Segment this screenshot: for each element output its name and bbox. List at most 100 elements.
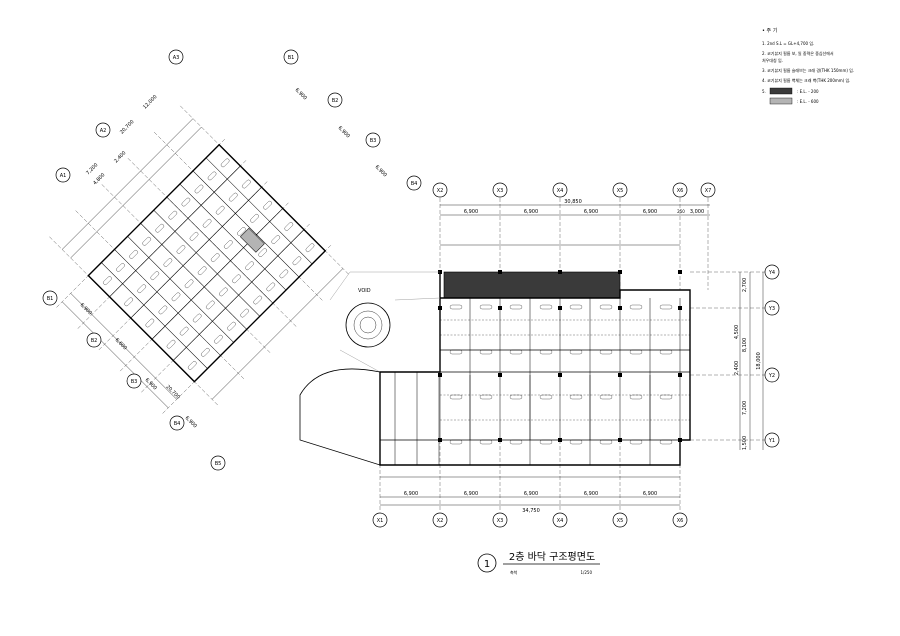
grid-bubble-bottom-x4: X4 bbox=[552, 512, 568, 528]
svg-text:A1: A1 bbox=[60, 173, 67, 179]
left-wing-plan: 7,200 20,700 12,000 4,800 2,400 6,900 6,… bbox=[42, 49, 422, 471]
grid-bubble-side-y1: Y1 bbox=[764, 432, 780, 448]
light-slab-zone bbox=[240, 227, 265, 253]
svg-text:B2: B2 bbox=[91, 338, 98, 344]
scale-value: 1/250 bbox=[580, 570, 592, 575]
legend-label-dark: : E.L. - 200 bbox=[797, 89, 819, 94]
svg-text:B3: B3 bbox=[370, 138, 377, 144]
top-dim-3: 6,900 bbox=[584, 209, 598, 215]
top-dim-2: 6,900 bbox=[524, 209, 538, 215]
grid-bubble-leftbot-b2: B2 bbox=[86, 332, 102, 348]
svg-text:B3: B3 bbox=[131, 379, 138, 385]
left-dim-6900-c: 6,900 bbox=[374, 164, 388, 178]
left-dim-6600: 6,600 bbox=[114, 337, 128, 351]
left-dim-20700-bottom: 20,700 bbox=[164, 384, 181, 401]
right-block-outline bbox=[379, 272, 691, 466]
bottom-dim-5: 6,900 bbox=[643, 491, 657, 497]
side-dim-1: 2,700 bbox=[742, 278, 748, 292]
left-dim-4800: 4,800 bbox=[92, 172, 106, 186]
grid-bubble-top-x4: X4 bbox=[552, 182, 568, 198]
grid-bubble-top-x7: X7 bbox=[700, 182, 716, 198]
grid-bubble-top-x5: X5 bbox=[612, 182, 628, 198]
side-dim-4: 2,400 bbox=[734, 361, 740, 375]
svg-text:X2: X2 bbox=[437, 188, 444, 194]
side-dim-6: 1,500 bbox=[742, 436, 748, 450]
grid-bubble-bottom-x1: X1 bbox=[372, 512, 388, 528]
svg-text:Y2: Y2 bbox=[768, 373, 775, 379]
grid-bubble-left-a1: A1 bbox=[55, 167, 71, 183]
bottom-dim-2: 6,900 bbox=[464, 491, 478, 497]
note-2b: 처우대칭 임. bbox=[762, 57, 783, 63]
bottom-dimension-string: 6,900 6,900 6,900 6,900 6,900 34,750 bbox=[380, 476, 680, 514]
left-dim-6900-e: 6,900 bbox=[144, 377, 158, 391]
grid-bubble-left-a3: A3 bbox=[168, 49, 184, 65]
grid-bubble-leftbot-b3: B3 bbox=[126, 373, 142, 389]
grid-bubble-top-x2: X2 bbox=[432, 182, 448, 198]
scale-label: 축척 bbox=[510, 569, 518, 575]
top-dimension-string: 30,850 6,900 6,900 6,900 6,900 250 3,000 bbox=[440, 199, 710, 246]
dark-slab-zone bbox=[443, 271, 621, 299]
top-dim-6: 3,000 bbox=[690, 209, 704, 215]
left-dim-12000: 12,000 bbox=[142, 94, 159, 111]
left-dim-20700-top: 20,700 bbox=[119, 119, 136, 136]
svg-text:B2: B2 bbox=[332, 98, 339, 104]
legend-swatch-light bbox=[769, 97, 793, 105]
svg-text:Y1: Y1 bbox=[768, 438, 775, 444]
legend-num: 5. bbox=[762, 89, 766, 94]
svg-text:X7: X7 bbox=[705, 188, 712, 194]
svg-text:A2: A2 bbox=[100, 128, 107, 134]
bottom-dim-3: 6,900 bbox=[524, 491, 538, 497]
top-dim-4: 6,900 bbox=[643, 209, 657, 215]
title-number-circle bbox=[477, 553, 497, 573]
legend-swatch-dark bbox=[769, 87, 793, 95]
left-dim-7200: 7,200 bbox=[85, 162, 99, 176]
svg-text:X2: X2 bbox=[437, 518, 444, 524]
drawing-title: 2층 바닥 구조평면도 bbox=[509, 551, 595, 563]
svg-text:B4: B4 bbox=[411, 181, 418, 187]
svg-text:X5: X5 bbox=[617, 518, 624, 524]
top-dim-1: 6,900 bbox=[464, 209, 478, 215]
title-number: 1 bbox=[484, 559, 490, 570]
grid-bubble-side-y4: Y4 bbox=[764, 264, 780, 280]
grid-bubble-leftbot-b5: B5 bbox=[210, 455, 226, 471]
svg-text:Y3: Y3 bbox=[768, 306, 775, 312]
grid-bubble-bottom-x3: X3 bbox=[492, 512, 508, 528]
left-dim-6900-d: 6,900 bbox=[79, 302, 93, 316]
left-dim-6900-f: 6,900 bbox=[184, 415, 198, 429]
svg-text:X6: X6 bbox=[677, 518, 684, 524]
grid-bubble-bottom-x2: X2 bbox=[432, 512, 448, 528]
svg-text:X4: X4 bbox=[557, 188, 564, 194]
note-1: 1. 2nd S.L = GL+4,700 임. bbox=[762, 40, 814, 46]
svg-text:Y4: Y4 bbox=[768, 270, 775, 276]
note-2: 2. 코기뷰지 필름 보, 일 중력은 중심선에서 bbox=[762, 50, 834, 56]
svg-text:X5: X5 bbox=[617, 188, 624, 194]
right-block-beams bbox=[394, 270, 690, 465]
left-dim-6900-b: 6,900 bbox=[337, 125, 351, 139]
svg-text:B4: B4 bbox=[174, 421, 181, 427]
grid-bubble-lefttop-b4: B4 bbox=[406, 175, 422, 191]
grid-bubble-side-y2: Y2 bbox=[764, 367, 780, 383]
notes-header: • 주 기 bbox=[762, 27, 777, 34]
svg-text:B5: B5 bbox=[215, 461, 222, 467]
grid-bubble-top-x6: X6 bbox=[672, 182, 688, 198]
side-dim-2: 4,500 bbox=[734, 325, 740, 339]
svg-text:X3: X3 bbox=[497, 518, 504, 524]
grid-bubble-left-a2: A2 bbox=[95, 122, 111, 138]
side-total-dim: 18,000 bbox=[756, 352, 762, 370]
svg-text:X6: X6 bbox=[677, 188, 684, 194]
bottom-dim-4: 6,900 bbox=[584, 491, 598, 497]
svg-text:B1: B1 bbox=[47, 296, 54, 302]
grid-bubble-bottom-x6: X6 bbox=[672, 512, 688, 528]
top-total-dim: 30,850 bbox=[564, 199, 582, 205]
bottom-grid-bubbles: X1 X2 X3 X4 X5 X6 bbox=[372, 512, 688, 528]
left-dim-2400: 2,400 bbox=[113, 150, 127, 164]
note-4: 4. 코기뷰지 필름 벽체는 크래 벽(THK 200mm) 임. bbox=[762, 77, 850, 83]
side-dim-3: 8,100 bbox=[742, 338, 748, 352]
void-label: VOID bbox=[358, 288, 371, 294]
side-dimension-string: 2,700 4,500 8,100 2,400 7,200 1,500 18,0… bbox=[734, 272, 764, 450]
svg-text:X1: X1 bbox=[377, 518, 384, 524]
grid-bubble-side-y3: Y3 bbox=[764, 300, 780, 316]
